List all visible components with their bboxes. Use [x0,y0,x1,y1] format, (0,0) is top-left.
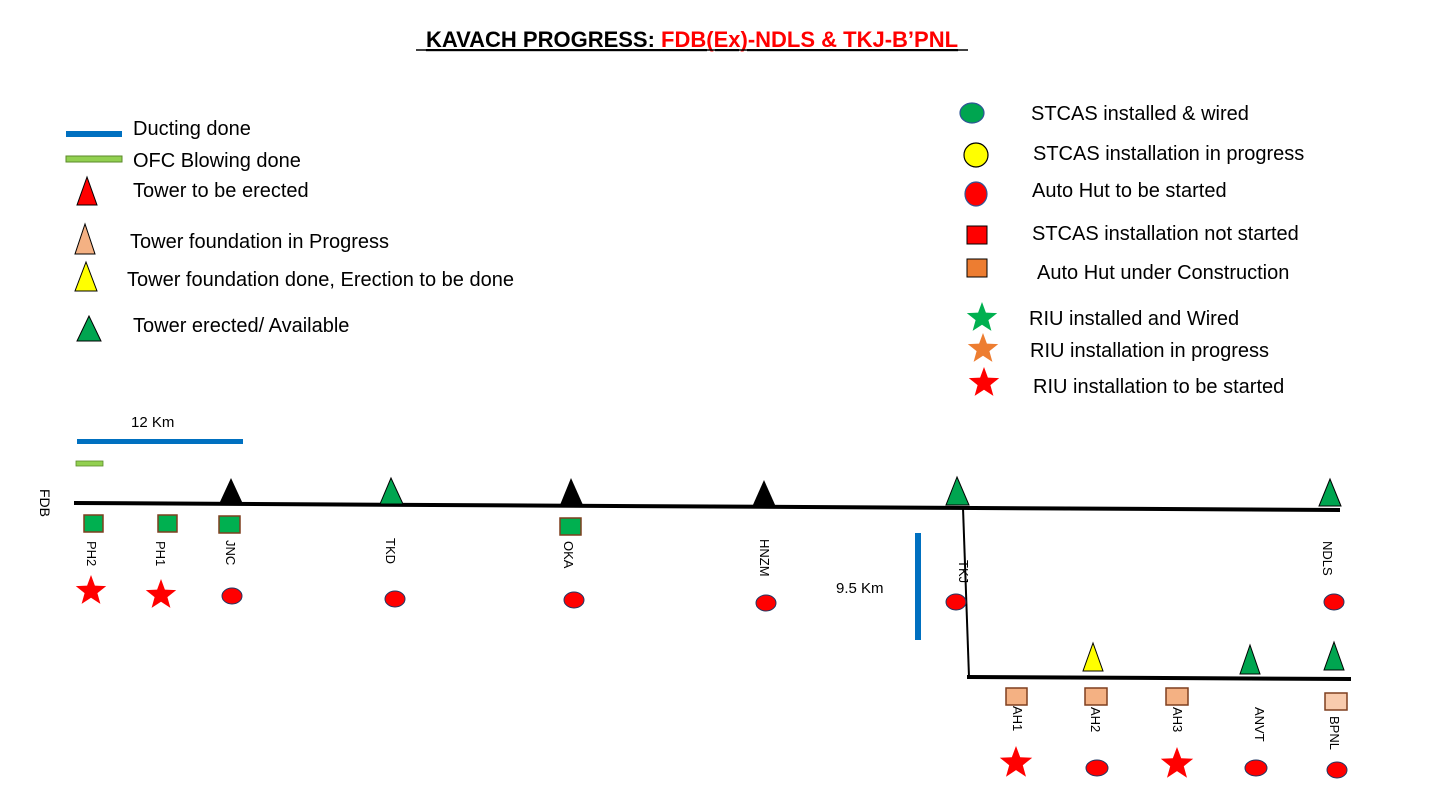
main-ducting-distance-label: 12 Km [131,414,174,431]
yellow-triangle-icon [74,260,98,292]
main-ofc-bar [75,460,104,467]
hut-jnc-red-circle-icon [221,587,243,605]
legend-label-auto-hut-under-construction: Auto Hut under Construction [1037,262,1289,284]
tower-hnzm-black-icon [752,480,776,507]
yellow-circle-icon [963,142,989,168]
station-label-ph1: PH1 [153,541,168,566]
stcas-ph1-green-square-icon [157,514,178,533]
right-legend: STCAS installed & wired STCAS installati… [959,102,1304,398]
green-circle-icon [959,102,985,124]
station-label-oka: OKA [561,541,576,569]
title-prefix: KAVACH PROGRESS: [426,27,661,52]
left-legend: Ducting done OFC Blowing done Tower to b… [65,118,514,342]
legend-label-foundation-done: Tower foundation done, Erection to be do… [127,269,514,291]
station-label-ndls: NDLS [1320,541,1335,576]
riu-ah1-red-star-icon [999,746,1033,777]
legend-label-stcas-in-progress: STCAS installation in progress [1033,143,1304,165]
tower-ndls-green-triangle-icon [1318,477,1342,507]
legend-label-stcas-not-started: STCAS installation not started [1032,223,1299,245]
tower-anvt-green-triangle-icon [1239,643,1261,675]
branch-ducting-distance-label: 9.5 Km [836,580,884,597]
station-label-ah2: AH2 [1088,707,1103,732]
stcas-ah3-salmon-square-icon [1165,687,1189,706]
riu-ph1-red-star-icon [145,579,177,608]
hut-ah2-red-circle-icon [1085,759,1109,777]
stcas-ph2-green-square-icon [83,514,104,533]
tower-jnc-black-icon [219,478,243,504]
branch-ducting-bar [915,533,921,640]
main-ducting-bar [77,439,243,444]
station-label-anvt: ANVT [1252,707,1267,742]
green-triangle-icon [76,314,102,342]
hut-ndls-red-circle-icon [1323,593,1345,611]
tower-bpnl-green-triangle-icon [1323,640,1345,671]
station-label-ah3: AH3 [1170,707,1185,732]
fdb-label: FDB [37,489,53,517]
riu-ph2-red-star-icon [75,575,107,604]
station-label-hnzm: HNZM [757,539,772,577]
station-label-ah1: AH1 [1010,706,1025,731]
red-triangle-icon [76,175,98,206]
red-square-icon [966,225,988,245]
tower-tkj-green-triangle-icon [945,475,970,506]
hut-oka-red-circle-icon [563,591,585,609]
legend-label-tower-erected: Tower erected/ Available [133,315,349,337]
station-label-bpnl: BPNL [1327,716,1342,750]
hut-tkd-red-circle-icon [384,590,406,608]
stcas-jnc-green-square-icon [218,515,241,534]
hut-bpnl-red-circle-icon [1326,761,1348,779]
tower-ah2-yellow-triangle-icon [1082,641,1104,672]
title-route: FDB(Ex)-NDLS & TKJ-B’PNL [661,27,958,52]
stcas-oka-green-square-icon [559,517,582,536]
legend-label-ofc: OFC Blowing done [133,150,301,172]
branch-track-line [966,675,1352,681]
legend-label-stcas-installed: STCAS installed & wired [1031,103,1249,125]
orange-star-icon [967,333,999,362]
legend-label-riu-installed: RIU installed and Wired [1029,308,1239,330]
hut-tkj-red-circle-icon [945,593,967,611]
ducting-line-icon [66,131,122,137]
red-circle-icon [964,181,988,207]
page-title: KAVACH PROGRESS: FDB(Ex)-NDLS & TKJ-B’PN… [426,27,958,52]
legend-label-riu-in-progress: RIU installation in progress [1030,340,1269,362]
station-label-tkj: TKJ [956,560,971,583]
legend-label-ducting: Ducting done [133,118,251,140]
stcas-ah1-salmon-square-icon [1005,687,1028,706]
green-star-icon [966,302,998,331]
salmon-triangle-icon [74,222,96,255]
hut-anvt-red-circle-icon [1244,759,1268,777]
stcas-bpnl-salmon-square-icon [1324,692,1348,711]
riu-ah3-red-star-icon [1160,747,1194,778]
legend-label-auto-hut-to-start: Auto Hut to be started [1032,180,1227,202]
station-label-tkd: TKD [383,538,398,564]
tower-oka-black-icon [560,478,583,505]
legend-label-tower-to-be-erected: Tower to be erected [133,180,309,202]
legend-label-foundation-in-progress: Tower foundation in Progress [130,231,389,253]
station-label-jnc: JNC [223,540,238,565]
tower-tkd-green-triangle-icon [379,476,404,505]
stcas-ah2-salmon-square-icon [1084,687,1108,706]
orange-square-icon [966,258,988,278]
branch-connector-line [962,507,970,678]
ofc-line-icon [65,155,123,163]
main-track-line [73,501,1341,512]
red-star-icon [968,367,1000,396]
station-label-ph2: PH2 [84,541,99,566]
legend-label-riu-to-start: RIU installation to be started [1033,376,1284,398]
hut-hnzm-red-circle-icon [755,594,777,612]
